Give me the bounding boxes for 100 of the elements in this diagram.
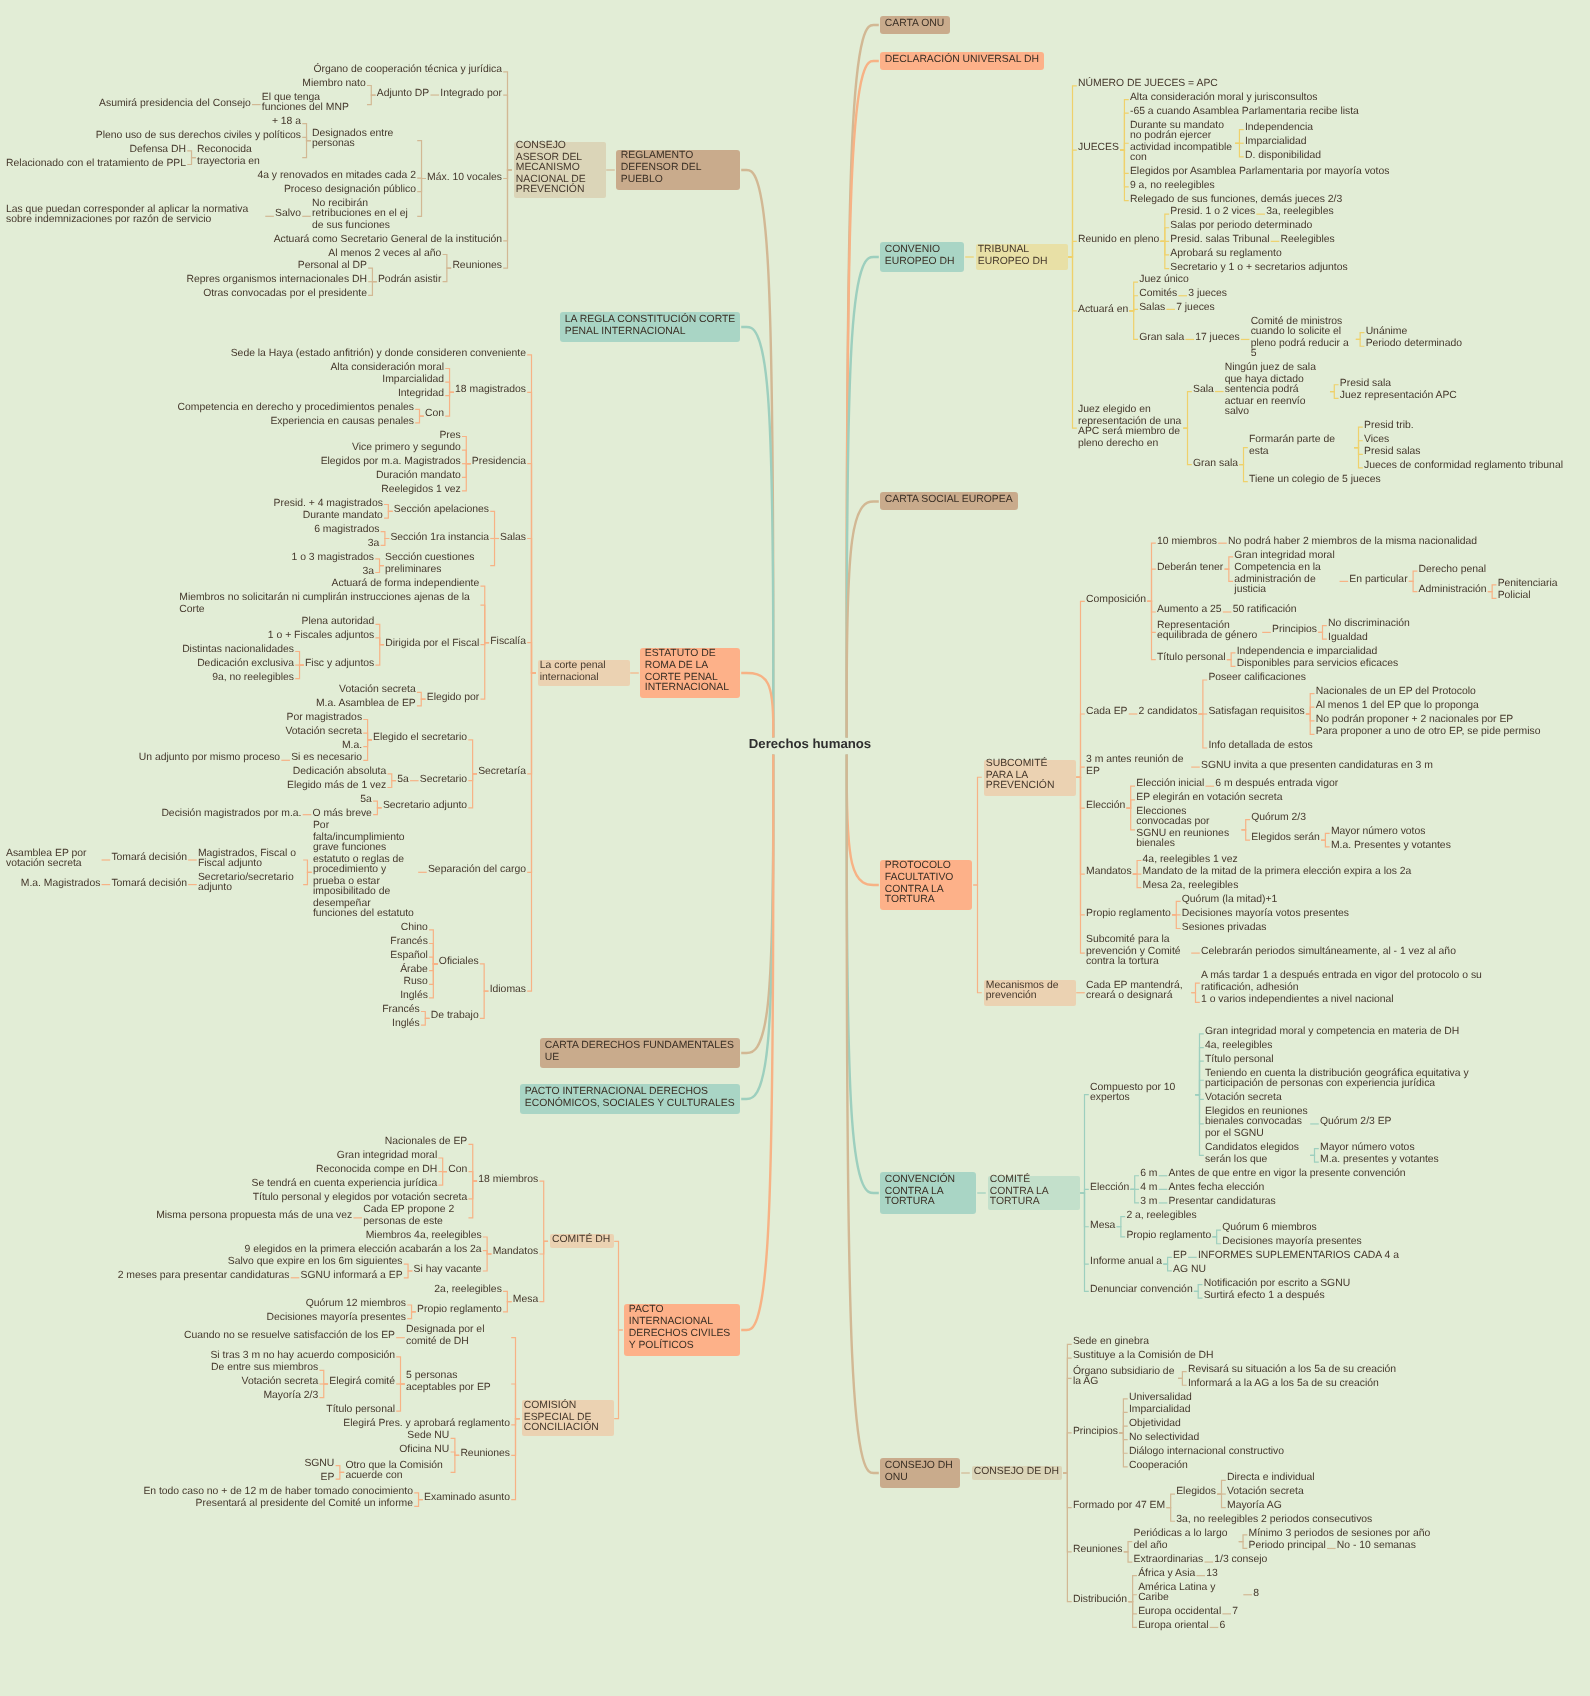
connector-line [972,776,983,886]
connector-line [1190,766,1201,768]
connector-line [1240,338,1251,341]
connector-line [1223,556,1234,570]
connector-line [1129,1188,1140,1204]
connector-line [334,1471,345,1480]
connector-line [1329,384,1340,393]
connector-line [1132,873,1142,889]
connector-line [380,537,390,546]
connector-line [1118,1425,1129,1434]
connector-line [290,1277,300,1279]
connector-line [366,94,377,106]
connector-line [479,963,490,992]
connector-line [437,1157,448,1173]
connector-line [479,642,490,646]
connector-line [964,256,975,258]
connector-line [1261,631,1272,633]
connector-line [409,780,420,782]
connector-line [1162,1263,1173,1272]
connector-line [1408,570,1418,582]
connector-line [301,140,312,159]
connector-line [1355,332,1366,341]
connector-line [1234,142,1245,158]
connector-line [538,1180,549,1242]
connector-line [538,1240,549,1303]
connector-line [186,157,197,166]
connector-line [1309,1154,1320,1163]
connector-line [613,1240,624,1331]
connector-line [1128,308,1139,312]
connector-line [1242,1594,1253,1596]
connector-line [302,814,312,816]
connector-line [1079,1094,1090,1194]
connector-line [380,531,390,540]
connector-line [302,871,313,886]
connector-line [489,537,500,567]
connector-line [441,267,452,283]
connector-line [489,510,500,540]
connector-line [1182,427,1193,466]
connector-line [403,1270,413,1279]
connector-line [1125,807,1136,831]
connector-line [1487,591,1498,599]
connector-line [467,1180,478,1219]
connector-line [374,644,385,666]
connector-line [428,963,439,999]
connector-line [1194,1094,1205,1156]
connector-line [1062,1472,1073,1603]
connector-line [461,449,472,465]
connector-line [1127,1600,1138,1629]
connector-line [1238,446,1249,466]
connector-line [416,698,427,707]
connector-line [1211,1229,1222,1238]
connector-line [1198,679,1208,715]
connector-line [1067,256,1078,429]
connector-line [1317,625,1328,633]
connector-line [1116,1226,1126,1238]
connector-line [1190,952,1201,954]
connector-line [467,739,478,775]
connector-line [437,1171,448,1186]
connector-line [1128,295,1139,312]
connector-line [1118,1432,1129,1468]
connector-line [429,94,440,96]
connector-line [1211,1236,1222,1245]
connector-line [294,650,305,666]
connector-line [1146,568,1157,602]
connector-line [502,94,513,171]
connector-line [449,1454,460,1473]
connector-line [1317,631,1328,640]
connector-line [1309,1123,1320,1125]
connector-line [395,1337,406,1339]
connector-line [1182,390,1193,429]
connector-line [510,1383,521,1420]
connector-line [1209,1626,1219,1629]
connector-line [1119,149,1130,202]
connector-line [1128,713,1138,715]
connector-line [1329,390,1340,399]
connector-line [972,884,983,994]
connector-line [1193,1283,1204,1292]
connector-line [1123,1541,1133,1553]
connector-line [413,1499,424,1507]
connector-line [1353,446,1364,469]
connector-line [1204,785,1215,787]
connector-line [318,1369,329,1385]
connector-line [1223,568,1234,582]
connector-line [502,1301,513,1313]
connector-line [489,537,500,540]
connector-line [482,1253,493,1272]
connector-line [449,1437,460,1456]
connector-line [1162,1256,1173,1265]
connector-line [1234,129,1245,144]
connector-line [1128,310,1139,341]
connector-line [417,871,428,873]
connector-line [372,807,383,816]
connector-line [1177,295,1188,297]
connector-line [1158,1175,1168,1177]
connector-line [1194,1079,1205,1096]
connector-line [1255,213,1266,215]
connector-line [294,664,305,680]
connector-line [1355,338,1366,347]
connector-line [302,859,313,873]
connector-line [367,281,378,283]
